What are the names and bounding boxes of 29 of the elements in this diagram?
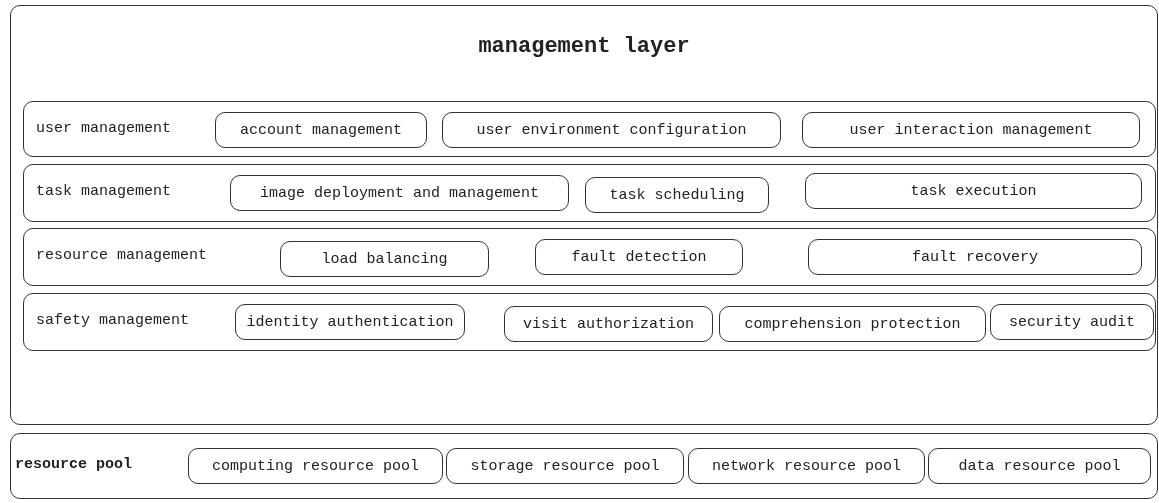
module-box: task execution [805,173,1142,209]
group-heading: task management [36,183,172,200]
module-box: network resource pool [688,448,925,484]
layer-title: resource pool [15,456,133,473]
module-box: account management [215,112,427,148]
module-box: identity authentication [235,304,465,340]
group-heading: user management [36,120,172,137]
module-box: security audit [990,304,1154,340]
module-box: visit authorization [504,306,713,342]
module-box: user interaction management [802,112,1140,148]
group-heading: resource management [36,247,208,264]
module-group-panel [23,101,1156,157]
module-box: user environment configuration [442,112,781,148]
module-box: comprehension protection [719,306,986,342]
module-group-panel [23,228,1156,286]
module-box: task scheduling [585,177,769,213]
module-box: storage resource pool [446,448,684,484]
module-box: fault detection [535,239,743,275]
layer-title: management layer [477,34,691,59]
module-box: image deployment and management [230,175,569,211]
module-box: data resource pool [928,448,1151,484]
module-box: fault recovery [808,239,1142,275]
layer-panel [10,433,1158,499]
group-heading: safety management [36,312,190,329]
module-group-panel [23,164,1156,222]
module-group-panel [23,293,1156,351]
module-box: computing resource pool [188,448,443,484]
module-box: load balancing [280,241,489,277]
layer-panel [10,5,1158,425]
